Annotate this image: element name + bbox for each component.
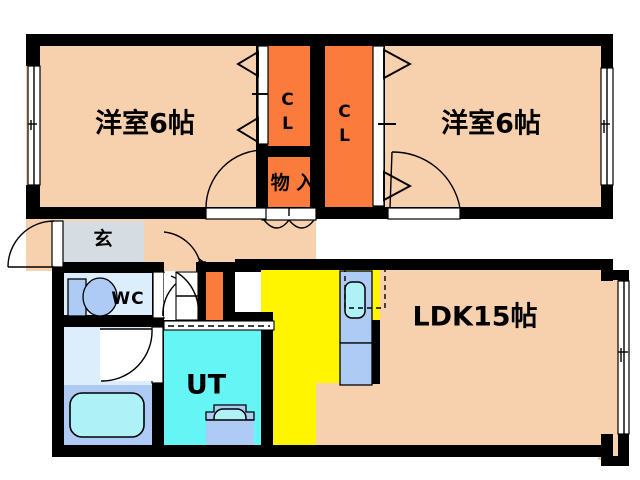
wall-kitchen-partition <box>369 320 380 384</box>
wall-utility-east <box>261 320 273 445</box>
label-utility: UT <box>186 370 227 401</box>
door-bedroom-left <box>205 149 267 220</box>
wall-ldk-bay-bottom <box>601 456 629 466</box>
entrance-door <box>7 220 64 268</box>
storage-doors <box>261 207 317 229</box>
wall-bedroom-right-bottom <box>310 207 613 219</box>
label-closet-right-l: L <box>339 126 351 146</box>
bathtub-basin <box>69 392 145 438</box>
wall-hallcloset-east <box>223 262 235 324</box>
label-ldk: LDK15帖 <box>412 302 537 333</box>
closet-right-doors <box>372 45 413 207</box>
window-ldk-east <box>617 280 630 435</box>
label-genkan: 玄 <box>93 227 112 250</box>
wall-ldk-bay-top <box>601 270 629 280</box>
label-storage: 物 入 <box>271 171 316 194</box>
toilet-bowl <box>67 277 118 317</box>
label-toilet: WC <box>111 289 144 309</box>
wall-south <box>52 445 613 457</box>
wall-closet-mid <box>310 34 325 219</box>
washbasin-base <box>206 420 254 445</box>
wall-west-upper <box>26 34 40 66</box>
label-bedroom-left: 洋室6帖 <box>95 108 195 140</box>
kitchen-stove <box>339 342 373 386</box>
doors <box>7 45 461 384</box>
wall-hallcloset-north <box>196 262 261 272</box>
wall-ldk-north <box>261 259 613 270</box>
door-hall-closet <box>175 271 200 321</box>
wall-hallcloset-west <box>196 262 206 324</box>
wall-closet-left-divider <box>256 146 310 157</box>
genkan-fill <box>62 221 144 267</box>
ldk-fill-top <box>380 268 613 296</box>
range-hood-outline <box>344 261 386 309</box>
range-hood-dashed <box>344 261 386 309</box>
door-utility <box>163 320 275 331</box>
wall-west-wet <box>52 262 64 457</box>
wall-hall-kitchen <box>235 259 267 270</box>
bathtub <box>69 392 145 438</box>
ldk-fill-main <box>380 268 613 445</box>
bedroom-right-fill <box>375 34 613 219</box>
wall-closet-right-bottom <box>325 207 385 219</box>
hallway-entry-opening <box>163 231 207 265</box>
ldk-bay-fill <box>598 278 620 460</box>
bedroom-left-fill <box>26 34 266 219</box>
kitchen-sink <box>339 270 373 386</box>
window-bedroom-right-east <box>600 67 614 186</box>
door-bath <box>99 326 164 384</box>
label-closet-left: C <box>281 90 294 110</box>
fixtures <box>67 261 386 445</box>
sink-basin <box>344 281 366 319</box>
room-labels: 洋室6帖 洋室6帖 LDK15帖 C L C L 物 入 玄 WC UT <box>93 90 540 401</box>
label-closet-left-l: L <box>282 114 294 134</box>
label-closet-right: C <box>338 102 351 122</box>
closet-left-doors <box>236 45 269 145</box>
toilet-seat <box>82 277 118 317</box>
closet-left-fill <box>268 34 310 152</box>
wall-toilet-bath-divider <box>52 315 164 327</box>
wall-east-upper <box>601 34 613 68</box>
washbasin <box>205 404 255 445</box>
window-bedroom-left-west <box>27 65 41 186</box>
windows <box>27 65 630 435</box>
label-bedroom-right: 洋室6帖 <box>441 108 541 140</box>
door-bedroom-right <box>387 151 461 220</box>
closet-right-fill <box>325 34 373 219</box>
wall-toilet-north <box>52 262 164 273</box>
